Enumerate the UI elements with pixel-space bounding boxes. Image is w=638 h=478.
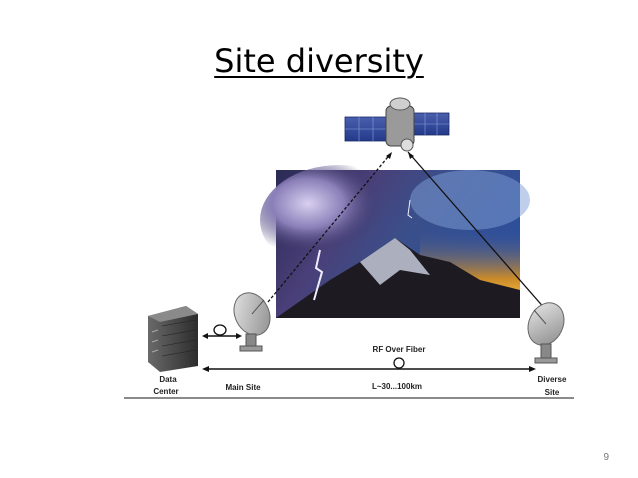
slide-title: Site diversity [214,42,424,80]
diverse-site-dish-icon [527,302,565,364]
uplink-diverse-site [407,151,547,311]
uplink-main-site [267,151,393,303]
satellite-icon [344,97,450,152]
label-diverse-site-1: Diverse [538,375,567,384]
data-center-rack-icon [148,306,198,372]
lightning-icon [313,249,324,301]
label-main-site: Main Site [225,383,261,392]
main-site-dish-icon [233,292,271,352]
label-diverse-site-2: Site [545,388,560,397]
page-number: 9 [603,452,609,463]
label-rf-over-fiber: RF Over Fiber [373,345,426,354]
fiber-coil-icon [213,324,227,336]
rf-fiber-coil-icon [393,357,405,369]
label-data-center-1: Data [159,375,177,384]
weather-photo [260,165,530,318]
label-data-center-2: Center [153,387,178,396]
label-distance: L~30...100km [372,382,422,391]
